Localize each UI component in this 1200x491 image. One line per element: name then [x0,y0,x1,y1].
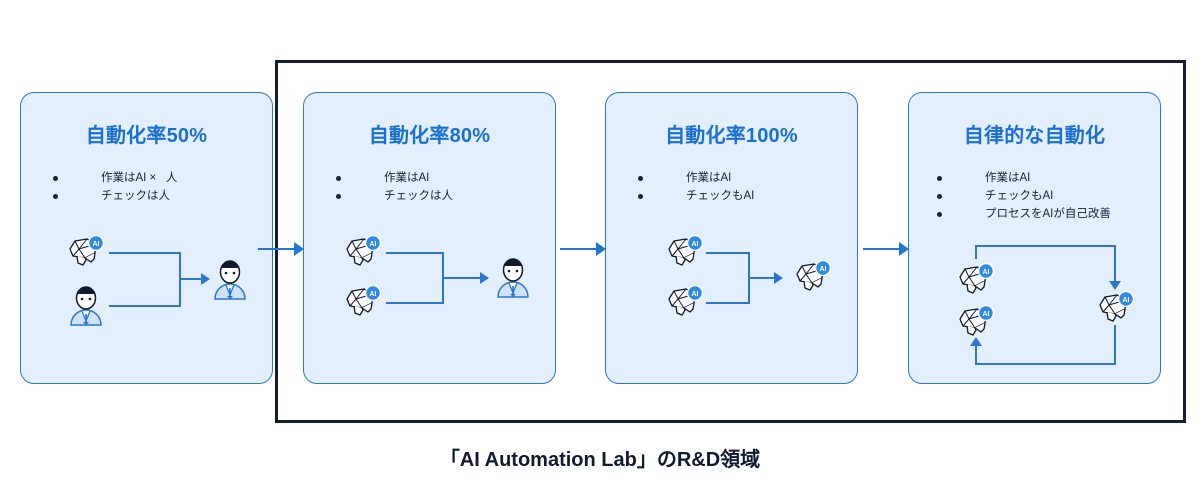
ai-brain-icon: AI [664,284,704,321]
rnd-scope-box [275,60,1186,423]
connector-arrowhead [899,242,909,256]
list-item: プロセスをAIが自己改善 [933,205,1111,223]
flow-line [386,302,444,304]
connector-arrowhead [294,242,304,256]
list-item: 作業はAI [332,169,453,187]
connector-line [258,248,296,251]
svg-text:AI: AI [1123,297,1130,304]
stage-2-title: 自動化率80% [368,125,491,147]
diagram-caption: 「AI Automation Lab」のR&D領域 [439,449,761,471]
flow-arrowhead [774,272,783,284]
ai-brain-icon: AI [65,234,105,271]
ai-brain-icon: AI [792,259,832,296]
flow-line [442,277,482,279]
ai-brain-icon: AI [1095,290,1135,327]
flow-line [748,277,776,279]
stage-3-flow: AI AI [606,233,859,383]
stage-1-bullets: 作業はAI × 人 チェックは人 [49,169,177,205]
ai-brain-icon: AI [342,234,382,271]
stage-2-flow: AI AI [304,233,557,383]
flow-arrowhead [480,272,489,284]
loop-line [975,245,1116,247]
ai-brain-icon: AI [955,262,995,299]
list-item: 作業はAI [933,169,1111,187]
stage-1-title: 自動化率50% [85,125,208,147]
loop-line [975,363,1116,365]
flow-line [706,252,750,254]
list-item: 作業はAI × 人 [49,169,177,187]
flow-line [109,305,181,307]
connector-arrowhead [596,242,606,256]
list-item: 作業はAI [634,169,754,187]
stage-4-bullets: 作業はAI チェックもAI プロセスをAIが自己改善 [933,169,1111,223]
stage-panel-1[interactable]: 自動化率50% 作業はAI × 人 チェックは人 [20,92,273,384]
loop-line [1114,245,1116,283]
stage-3-title: 自動化率100% [665,125,798,147]
list-item: チェックもAI [933,187,1111,205]
flow-line [386,252,444,254]
loop-line [1114,325,1116,365]
list-item: チェックは人 [332,187,453,205]
svg-text:AI: AI [93,241,100,248]
stage-1-flow: AI [21,233,274,383]
connector-line [560,248,598,251]
stage-panel-4[interactable]: 自律的な自動化 作業はAI チェックもAI プロセスをAIが自己改善 [908,92,1161,384]
svg-text:AI: AI [370,241,377,248]
stage-panel-3[interactable]: 自動化率100% 作業はAI チェックもAI AI [605,92,858,384]
stage-2-bullets: 作業はAI チェックは人 [332,169,453,205]
ai-brain-icon: AI [664,234,704,271]
flow-arrowhead [201,273,210,285]
svg-text:AI: AI [370,291,377,298]
loop-line [975,245,977,259]
svg-text:AI: AI [983,269,990,276]
list-item: チェックは人 [49,187,177,205]
svg-text:AI: AI [692,241,699,248]
svg-text:AI: AI [983,311,990,318]
arrow-stage2-to-stage3 [560,242,608,256]
flow-line [706,302,750,304]
stage-3-bullets: 作業はAI チェックもAI [634,169,754,205]
flow-line [109,252,181,254]
loop-line [975,345,977,365]
stage-panel-2[interactable]: 自動化率80% 作業はAI チェックは人 AI [303,92,556,384]
svg-text:AI: AI [692,291,699,298]
svg-text:AI: AI [820,266,827,273]
person-icon [496,255,530,299]
arrow-stage1-to-stage2 [258,242,306,256]
flow-line [179,278,203,280]
ai-brain-icon: AI [342,284,382,321]
list-item: チェックもAI [634,187,754,205]
person-icon [69,283,103,327]
ai-brain-icon: AI [955,304,995,341]
stage-4-title: 自律的な自動化 [963,125,1106,147]
person-icon [213,257,247,301]
loop-arrowhead-down [1109,281,1121,290]
loop-arrowhead-up [970,337,982,346]
stage-4-flow: AI AI [909,233,1162,383]
arrow-stage3-to-stage4 [863,242,911,256]
connector-line [863,248,901,251]
